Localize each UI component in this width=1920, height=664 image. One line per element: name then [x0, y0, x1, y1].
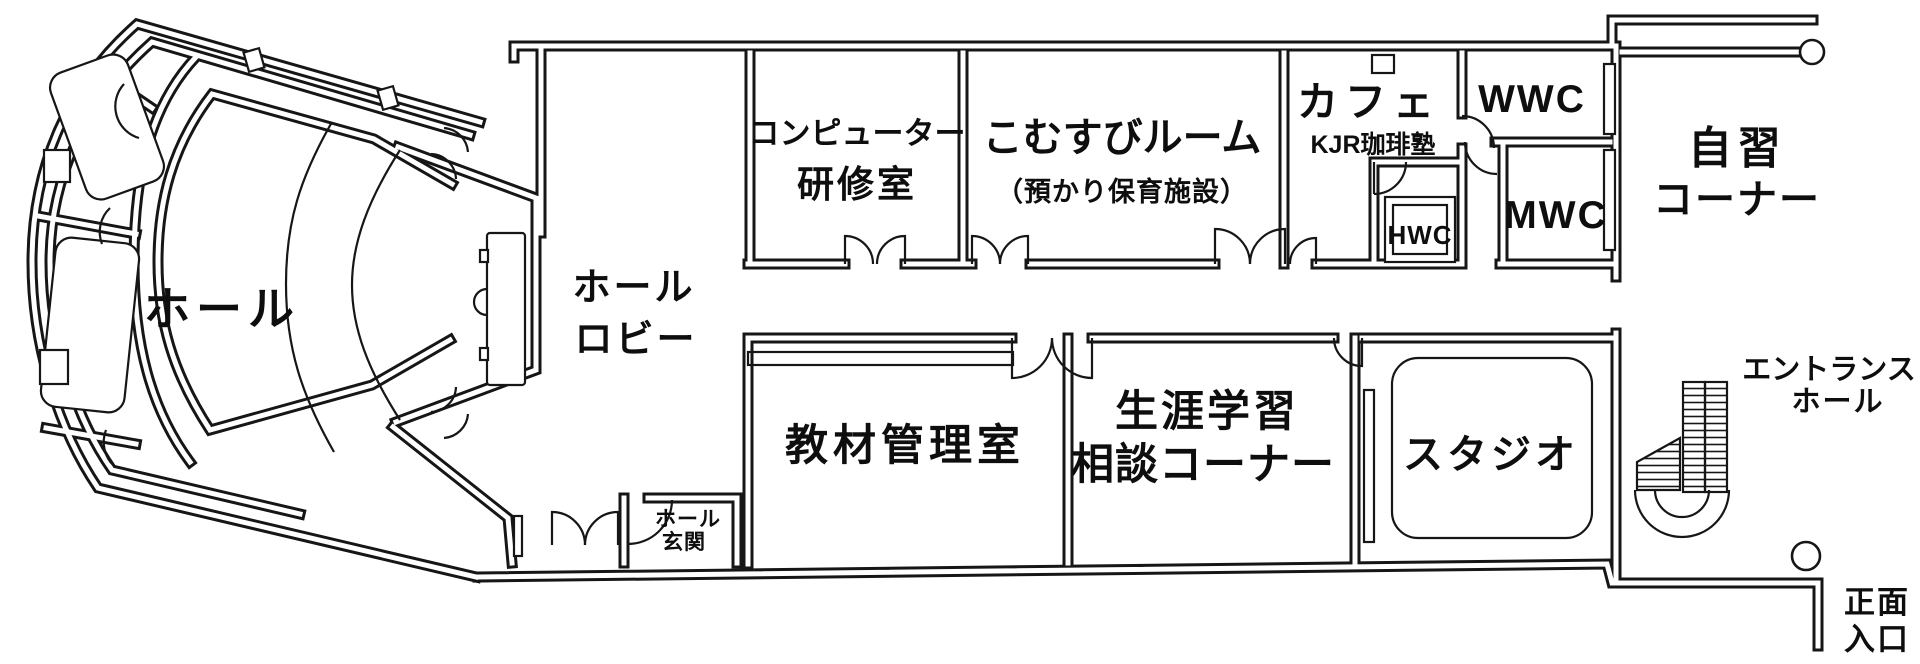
label-materials-room: 教材管理室	[785, 422, 1025, 470]
stage-panel-bump	[472, 287, 488, 317]
counter	[746, 350, 1015, 367]
stage-front-curve	[350, 149, 401, 421]
door-leaf	[512, 514, 524, 558]
label-komusubi-1: こむすびルーム	[983, 116, 1262, 160]
ring-room-fixture	[48, 53, 166, 201]
label-lifelong-2: 相談コーナー	[1071, 441, 1335, 489]
column-icon	[1798, 38, 1826, 66]
label-main-entrance-2: 入口	[1844, 622, 1910, 657]
label-hall-entrance-2: 玄関	[662, 530, 706, 554]
stage-panel-notch	[478, 346, 490, 362]
label-hwc: HWC	[1387, 220, 1452, 250]
column-icon	[1790, 540, 1822, 572]
wall-pier	[376, 84, 400, 112]
label-wwc: WWC	[1478, 78, 1586, 121]
door-leaf	[1362, 388, 1376, 544]
label-entrance-hall-2: ホール	[1791, 386, 1884, 418]
label-hall-lobby-1: ホール	[572, 267, 695, 309]
hwc-booth	[1383, 195, 1457, 264]
ring-closet	[38, 348, 70, 386]
label-cafe-1: カフェ	[1297, 79, 1441, 125]
fixtures	[746, 38, 1826, 572]
label-self-study-1: 自習	[1688, 124, 1786, 173]
label-lifelong-1: 生涯学習	[1115, 388, 1299, 436]
door-swings	[98, 83, 1498, 546]
stage-rear-panel	[485, 231, 527, 387]
label-hall-lobby-2: ロビー	[574, 319, 697, 361]
room-labels: ホール ホール ロビー コンピューター 研修室 こむすびルーム （預かり保育施設…	[144, 78, 1916, 657]
ring-closet	[42, 148, 72, 184]
wall-pier	[242, 46, 266, 74]
label-cafe-2: KJR珈琲塾	[1310, 130, 1435, 159]
label-komusubi-2: （預かり保育施設）	[996, 176, 1248, 207]
label-hall-entrance-1: ホール	[655, 508, 721, 531]
ring-room-fixture	[39, 236, 141, 414]
stage-panel-notch	[478, 248, 490, 264]
label-self-study-2: コーナー	[1653, 178, 1821, 222]
label-mwc: MWC	[1504, 194, 1607, 237]
label-studio: スタジオ	[1403, 433, 1579, 477]
label-main-entrance-1: 正面	[1844, 585, 1910, 620]
hwc-booth-inner	[1391, 203, 1449, 256]
label-computer-room-1: コンピューター	[749, 116, 966, 151]
seating-front-curve	[284, 121, 335, 453]
door-leaf	[1602, 148, 1617, 252]
label-computer-room-2: 研修室	[797, 163, 917, 205]
label-entrance-hall-1: エントランス	[1742, 354, 1915, 386]
staircase-icon	[1633, 380, 1731, 539]
wall-notch	[1370, 53, 1396, 75]
hall-details	[38, 46, 527, 558]
studio-inner-wall	[1390, 356, 1594, 540]
label-hall: ホール	[144, 283, 300, 335]
door-leaf	[1602, 62, 1617, 136]
